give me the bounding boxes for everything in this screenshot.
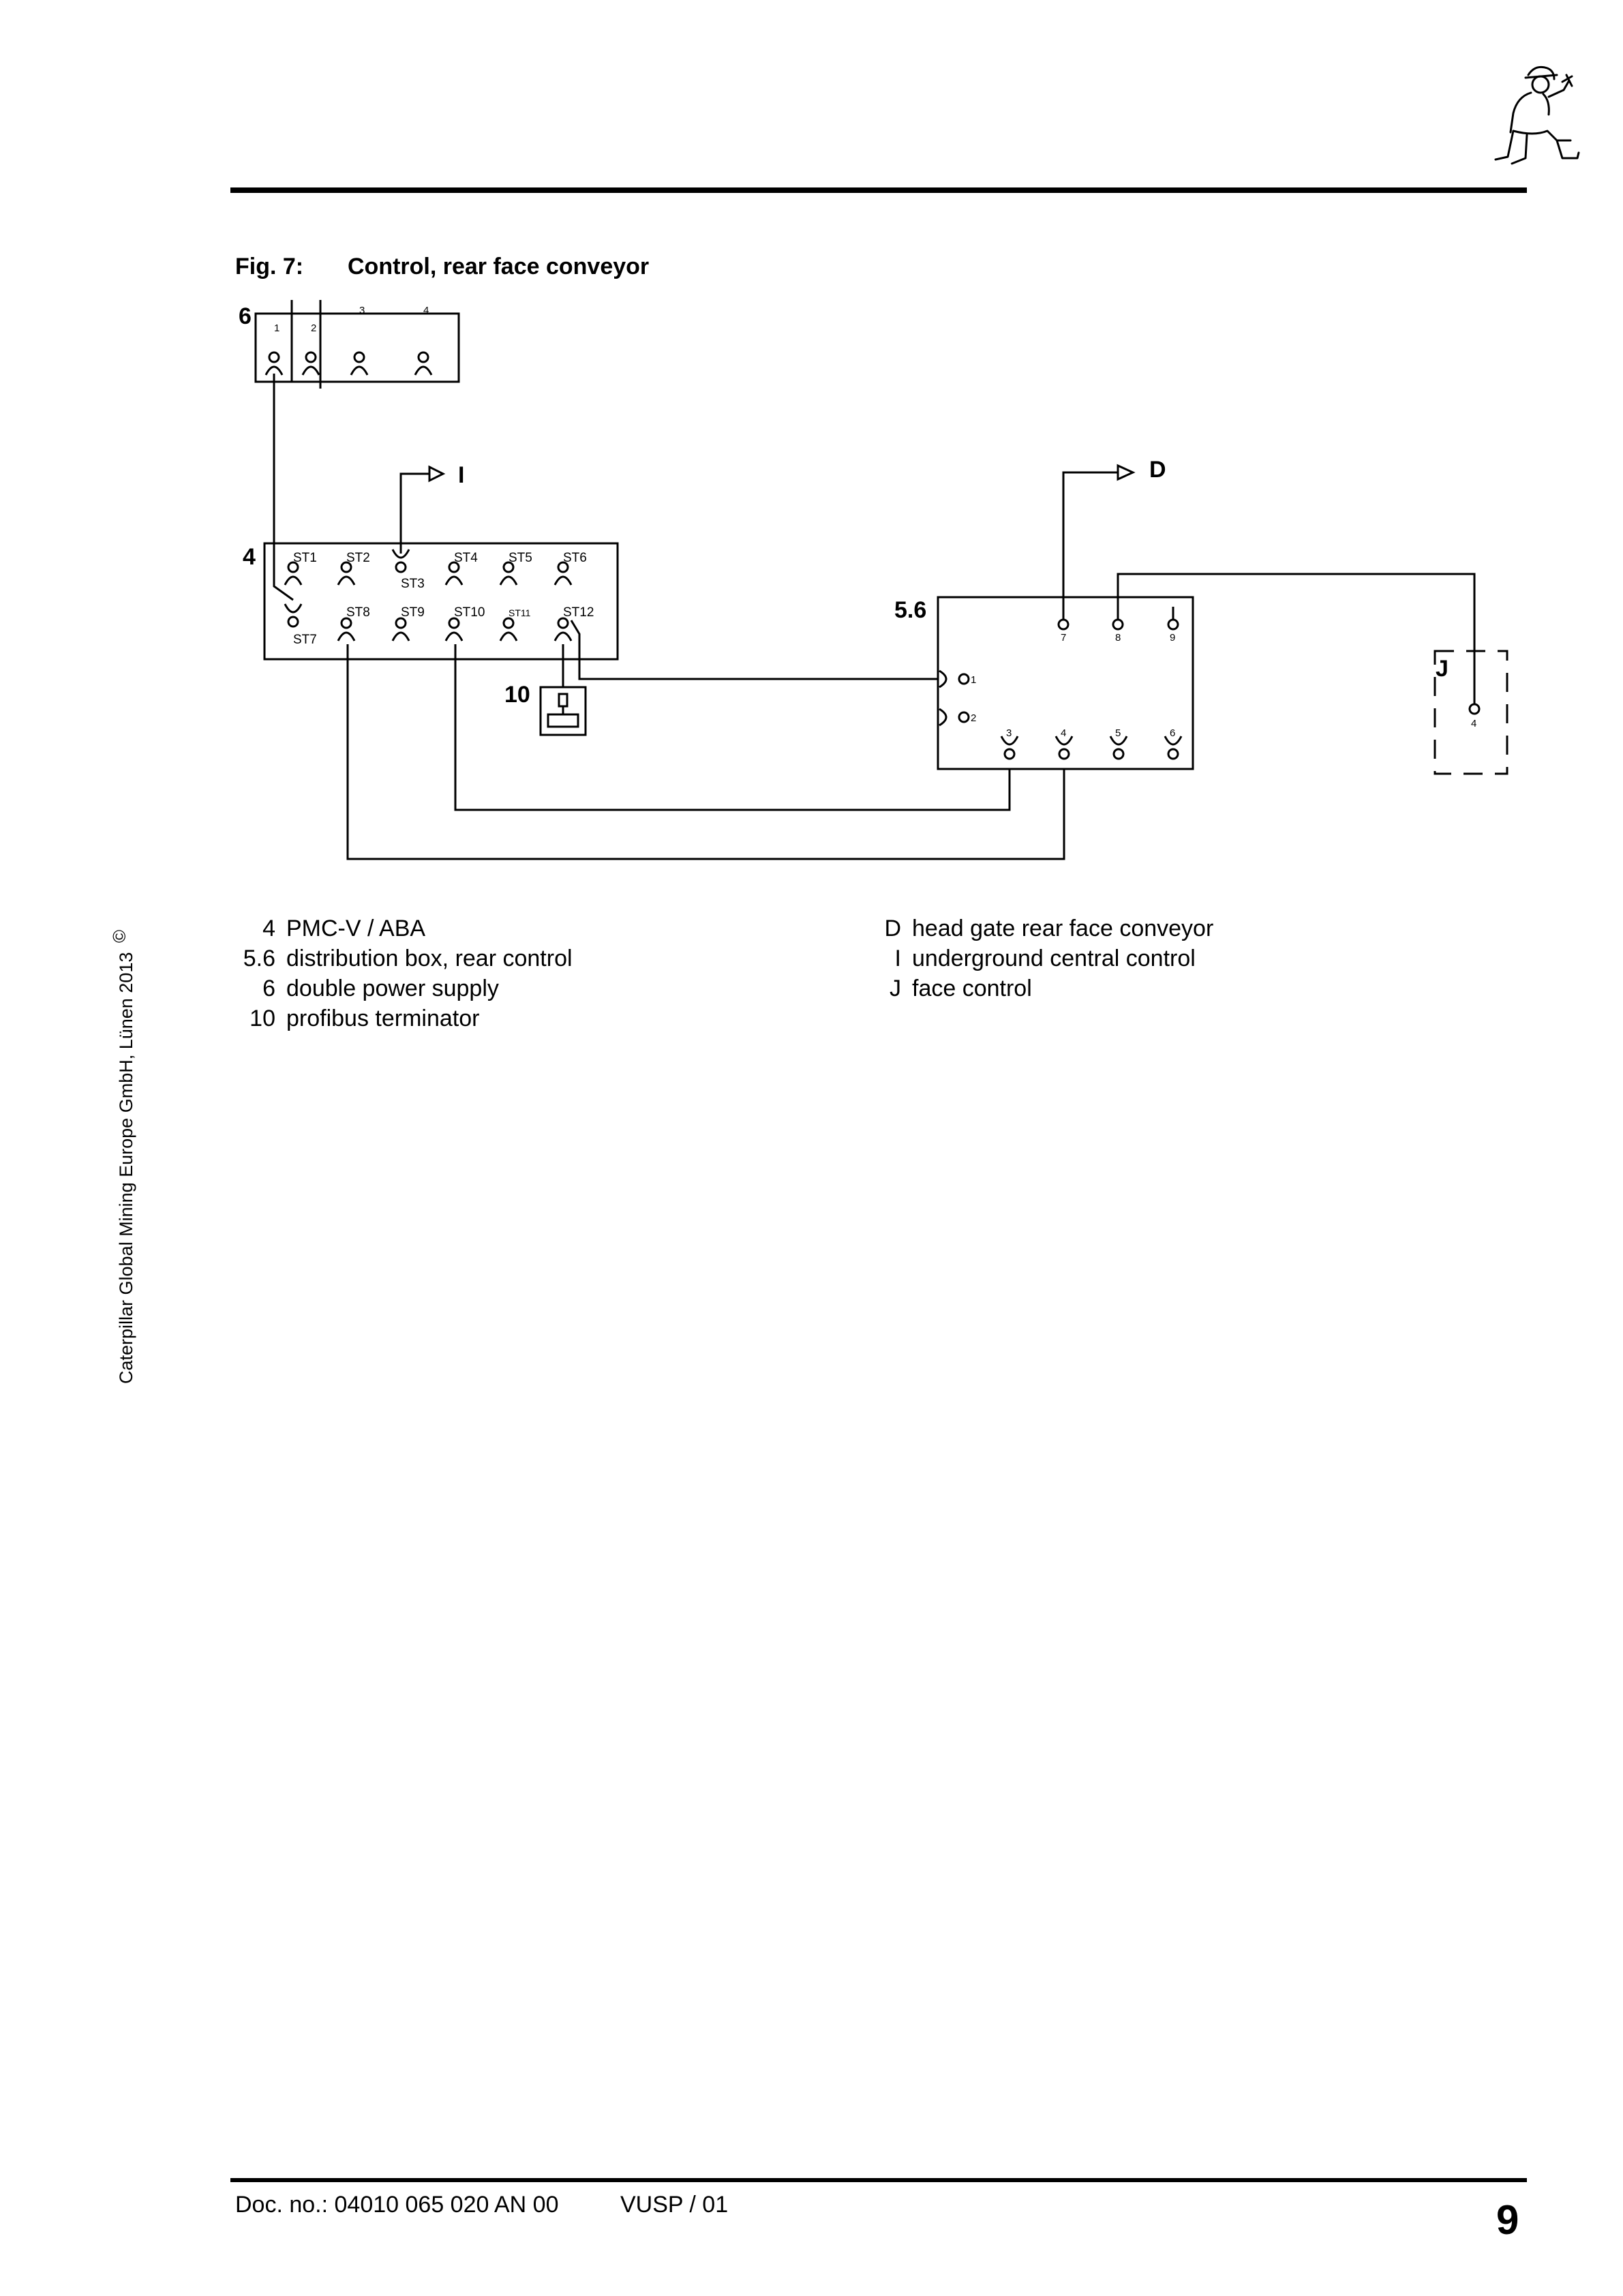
figure-title: Control, rear face conveyor	[348, 254, 650, 280]
arrow-i-label: I	[458, 462, 464, 488]
st10: ST10	[454, 605, 485, 620]
dist-t3: 3	[1006, 727, 1012, 739]
legend-text: underground central control	[912, 946, 1196, 971]
legend-num: 5.6	[243, 946, 275, 971]
box-4	[263, 542, 619, 661]
box6-t4: 4	[423, 305, 429, 316]
wire-6-to-st7	[273, 374, 294, 601]
terminator-id: 10	[504, 682, 530, 708]
st11: ST11	[509, 607, 531, 618]
legend-num: 10	[249, 1006, 275, 1031]
dist-t6: 6	[1170, 727, 1175, 739]
doc-version: VUSP / 01	[620, 2192, 729, 2218]
box-4-id: 4	[243, 544, 256, 570]
st5: ST5	[509, 551, 532, 565]
legend-num: 4	[262, 916, 275, 941]
dist-t4: 4	[1061, 727, 1066, 739]
wire-st10-to-3	[454, 644, 1011, 811]
dist-t8: 8	[1115, 632, 1121, 644]
legend-text: face control	[912, 976, 1032, 1001]
legend-num: 6	[262, 976, 275, 1001]
box-5-6-id: 5.6	[894, 597, 926, 623]
dist-t9: 9	[1170, 632, 1175, 644]
arrow-d-label: D	[1149, 457, 1166, 483]
wire-7-to-d	[1062, 471, 1118, 620]
legend-text: PMC-V / ABA	[286, 916, 426, 941]
page-number: 9	[1496, 2197, 1519, 2243]
legend-text: profibus terminator	[286, 1006, 480, 1031]
legend-item: 10 profibus terminator	[232, 1003, 573, 1033]
footer-rule	[230, 2178, 1527, 2182]
worker-logo-icon	[1494, 65, 1580, 165]
box-5-6	[937, 596, 1194, 770]
st7: ST7	[293, 633, 317, 647]
header-rule	[230, 187, 1527, 193]
legend-num: I	[894, 946, 901, 971]
wire-st3-to-i	[399, 472, 429, 554]
st2: ST2	[346, 551, 370, 565]
box-j	[1434, 650, 1508, 775]
legend-num: D	[884, 916, 901, 941]
legend-text: distribution box, rear control	[286, 946, 573, 971]
box-6-id: 6	[239, 303, 252, 329]
box6-t1: 1	[274, 322, 279, 334]
wire-st8-to-4	[346, 644, 1065, 860]
st6: ST6	[563, 551, 587, 565]
legend-item: 6 double power supply	[232, 973, 573, 1003]
st8: ST8	[346, 605, 370, 620]
legend-text: double power supply	[286, 976, 499, 1001]
dist-t7: 7	[1061, 632, 1066, 644]
doc-number: Doc. no.: 04010 065 020 AN 00	[235, 2192, 559, 2218]
box6-t2: 2	[311, 322, 316, 334]
box-j-id: J	[1436, 656, 1448, 682]
figure-number: Fig. 7:	[235, 254, 304, 280]
j-t4: 4	[1471, 718, 1476, 729]
dist-t1: 1	[971, 674, 976, 686]
wire-st12-to-1	[570, 620, 938, 680]
st3: ST3	[401, 577, 425, 591]
side-copyright-text: Caterpillar Global Mining Europe GmbH, L…	[116, 952, 136, 1384]
st12: ST12	[563, 605, 594, 620]
dist-t5: 5	[1115, 727, 1121, 739]
legend-item: 5.6 distribution box, rear control	[232, 943, 573, 973]
st4: ST4	[454, 551, 478, 565]
wiring-diagram: 6 4 5.6 J 10 I D 1 2 3 4 ST1 ST2 ST3 ST4…	[239, 300, 1508, 860]
dist-t2: 2	[971, 712, 976, 724]
box6-t3: 3	[359, 305, 365, 316]
legend-left: 4 PMC-V / ABA 5.6 distribution box, rear c…	[232, 913, 573, 1033]
st1: ST1	[293, 551, 317, 565]
legend-text: head gate rear face conveyor	[912, 916, 1214, 941]
legend-num: J	[890, 976, 901, 1001]
st9: ST9	[401, 605, 425, 620]
wire-8-to-j	[1117, 573, 1476, 709]
copyright-icon: ©	[109, 929, 130, 943]
legend-item: 4 PMC-V / ABA	[232, 913, 573, 943]
box-6	[254, 312, 460, 383]
side-copyright: Caterpillar Global Mining Europe GmbH, L…	[109, 930, 137, 1384]
